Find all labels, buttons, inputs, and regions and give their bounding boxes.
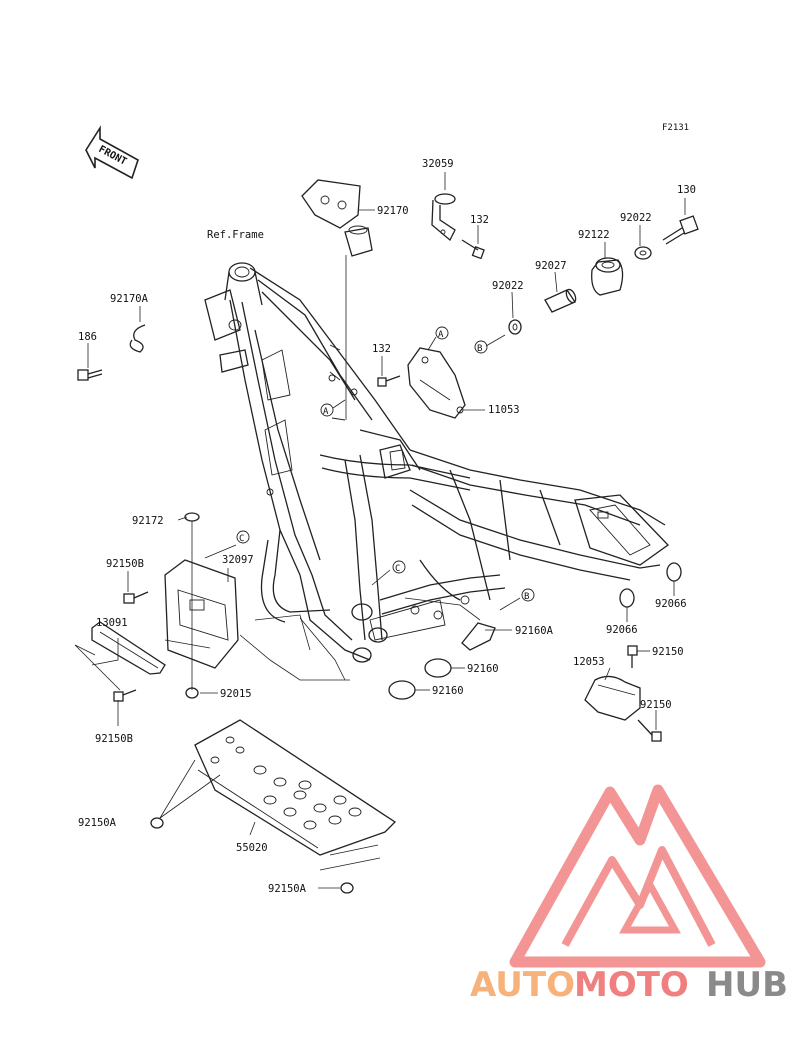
grommet-92066-a	[666, 562, 682, 582]
label-132-mid: 132	[372, 343, 391, 355]
svg-text:B: B	[477, 344, 482, 354]
bushing-92122	[591, 257, 624, 296]
bolt-92150-b	[637, 719, 662, 742]
spring-92170A	[129, 324, 146, 353]
label-55020: 55020	[236, 842, 268, 854]
label-92022-b: 92022	[492, 280, 524, 292]
label-92066-a: 92066	[655, 598, 687, 610]
label-92150-b: 92150	[640, 699, 672, 711]
collar-92027	[544, 288, 577, 313]
label-32097: 32097	[222, 554, 254, 566]
bolt-186	[77, 369, 103, 381]
figure-code: F2131	[662, 123, 689, 133]
svg-text:C: C	[395, 564, 400, 574]
svg-text:A: A	[323, 407, 329, 417]
bolt-92150A-b	[340, 882, 354, 894]
bolt-92150-a	[627, 645, 638, 668]
automotohub-logo	[509, 784, 766, 968]
washer-92022-a	[634, 246, 652, 260]
label-186: 186	[78, 331, 97, 343]
washer-92022-b	[508, 319, 522, 335]
part-labels: 32059 92170 132 130 92022 92122 92027 92…	[78, 158, 696, 895]
bracket-92170	[301, 179, 373, 257]
leader-lines	[74, 172, 686, 889]
label-92160-b: 92160	[432, 685, 464, 697]
label-92172: 92172	[132, 515, 164, 527]
bracket-12053	[584, 675, 641, 721]
svg-text:HUB: HUB	[706, 965, 788, 1005]
bolt-92150B-bottom	[113, 689, 137, 702]
bolt-92150A-a	[150, 817, 164, 829]
label-92066-b: 92066	[606, 624, 638, 636]
front-arrow-icon: FRONT	[85, 125, 139, 180]
label-ref-frame: Ref.Frame	[207, 229, 264, 241]
cap-92160-a	[424, 658, 452, 678]
ref-marker-a-frame: A	[320, 403, 334, 417]
label-32059: 32059	[422, 158, 454, 170]
label-92027: 92027	[535, 260, 567, 272]
label-92150A-b: 92150A	[268, 883, 307, 895]
ref-marker-b-washer: B	[474, 340, 488, 354]
label-132-top: 132	[470, 214, 489, 226]
label-12053: 12053	[573, 656, 605, 668]
label-92150B-bottom: 92150B	[95, 733, 133, 745]
label-92160A: 92160A	[515, 625, 554, 637]
label-92170A: 92170A	[110, 293, 149, 305]
ref-marker-b-frame: B	[521, 588, 535, 602]
label-13091: 13091	[96, 617, 128, 629]
nut-92015	[185, 687, 199, 699]
ref-marker-c-cover: C	[236, 530, 250, 544]
label-11053: 11053	[488, 404, 520, 416]
svg-text:A: A	[438, 330, 444, 340]
label-92022-a: 92022	[620, 212, 652, 224]
rubber-92160A	[461, 622, 496, 651]
bracket-13091	[91, 621, 166, 675]
cover-32097	[164, 559, 239, 669]
label-92160-a: 92160	[467, 663, 499, 675]
label-92150B-top: 92150B	[106, 558, 144, 570]
label-92015: 92015	[220, 688, 252, 700]
grommet-92066-b	[619, 588, 635, 608]
bolt-130	[662, 215, 699, 245]
ref-marker-a-bracket: A	[435, 326, 449, 340]
label-92170: 92170	[377, 205, 409, 217]
bolt-92150B-top	[123, 591, 149, 604]
bracket-11053	[407, 347, 466, 419]
automotohub-wordmark: AUTO MOTO HUB	[470, 965, 788, 1005]
bolt-132-top	[461, 239, 485, 260]
label-92150-a: 92150	[652, 646, 684, 658]
svg-text:AUTO: AUTO	[470, 965, 575, 1005]
ref-marker-c-frame: C	[392, 560, 406, 574]
svg-text:MOTO: MOTO	[574, 965, 689, 1005]
svg-text:B: B	[524, 592, 529, 602]
screw-92172	[184, 512, 200, 690]
label-92150A-a: 92150A	[78, 817, 117, 829]
clamp-32059	[431, 193, 456, 242]
motorcycle-frame	[204, 262, 669, 663]
skid-plate-55020	[194, 719, 397, 856]
bolt-132-mid	[377, 375, 401, 387]
cap-92160-b	[388, 680, 416, 700]
label-92122: 92122	[578, 229, 610, 241]
svg-text:C: C	[239, 534, 244, 544]
label-130: 130	[677, 184, 696, 196]
